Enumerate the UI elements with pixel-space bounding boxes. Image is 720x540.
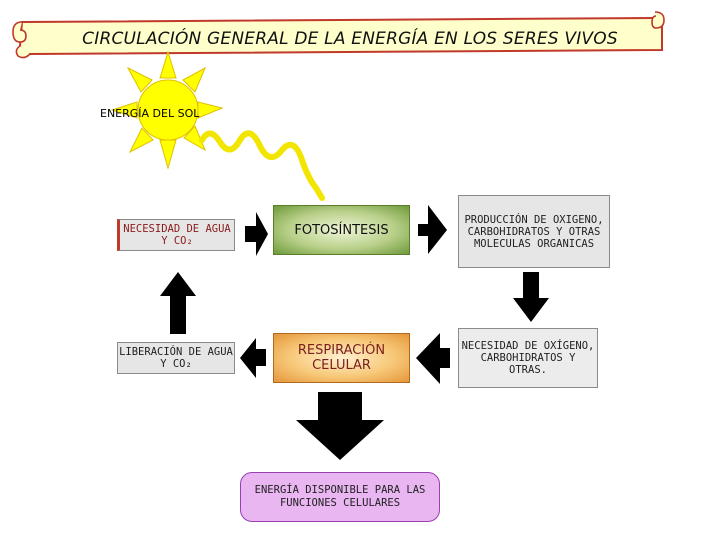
production-oxygen-box: PRODUCCIÓN DE OXIGENO, CARBOHIDRATOS Y O… (458, 195, 610, 268)
diagram-title: CIRCULACIÓN GENERAL DE LA ENERGÍA EN LOS… (82, 29, 618, 49)
cellular-respiration-box: RESPIRACIÓN CELULAR (273, 333, 410, 383)
sun-energy-label: ENERGÍA DEL SOL (100, 107, 200, 120)
release-water-co2-box: LIBERACIÓN DE AGUA Y CO₂ (117, 342, 235, 374)
arrow-right-to-photosynthesis (245, 212, 268, 256)
arrow-up-to-need-water (160, 272, 196, 334)
available-energy-box: ENERGÍA DISPONIBLE PARA LAS FUNCIONES CE… (240, 472, 440, 522)
arrow-down-to-need-oxygen (513, 272, 549, 322)
arrow-down-to-available-energy (296, 392, 384, 460)
need-water-co2-box: NECESIDAD DE AGUA Y CO₂ (117, 219, 235, 251)
sun-icon (110, 50, 224, 170)
sun-illustration (110, 50, 325, 201)
need-oxygen-box: NECESIDAD DE OXÍGENO, CARBOHIDRATOS Y OT… (458, 328, 598, 388)
sunlight-ray (199, 130, 325, 201)
arrow-left-to-respiration (416, 333, 450, 384)
photosynthesis-box: FOTOSÍNTESIS (273, 205, 410, 255)
title-scroll-banner (12, 11, 665, 59)
arrow-right-to-production (418, 205, 447, 254)
arrow-left-to-release (240, 338, 266, 378)
